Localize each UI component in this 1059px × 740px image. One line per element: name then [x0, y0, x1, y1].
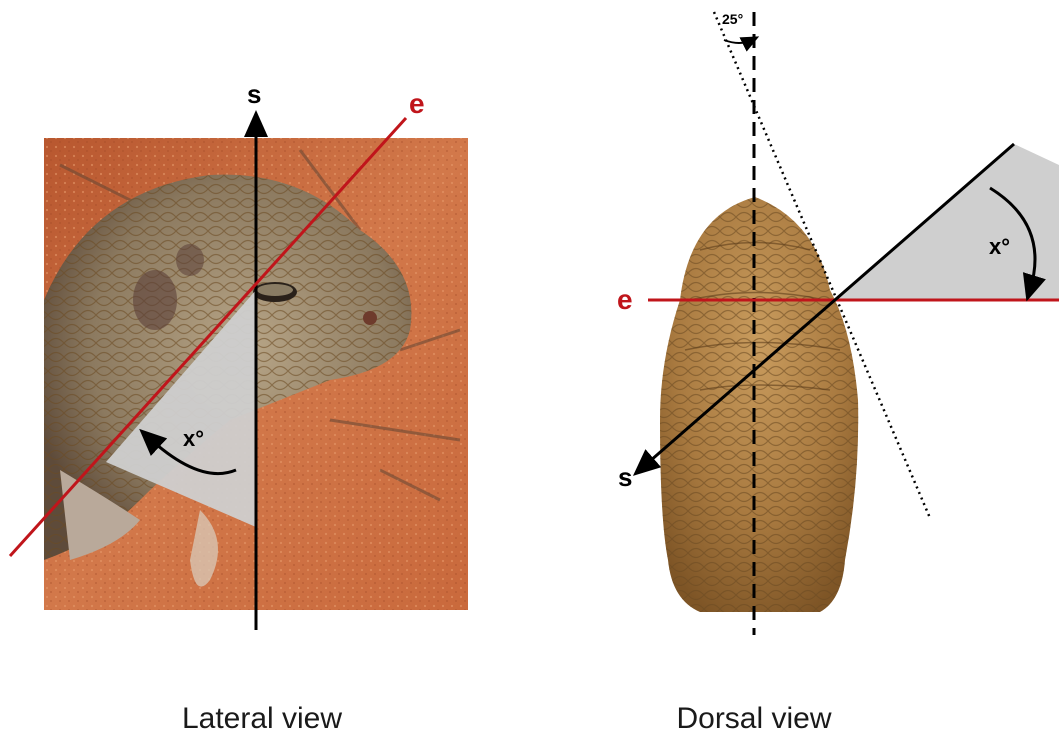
lateral-caption: Lateral view [182, 702, 342, 735]
dorsal-s-label: s [618, 462, 632, 492]
dorsal-e-label: e [617, 284, 633, 315]
dorsal-head-photo [660, 197, 858, 612]
lateral-s-label: s [247, 79, 261, 109]
dorsal-caption: Dorsal view [676, 702, 831, 735]
lateral-e-label: e [409, 88, 425, 119]
dorsal-tilt-arrow [724, 40, 752, 43]
lateral-view-panel: s e x° Lateral view [10, 79, 468, 735]
dorsal-angle-label: x° [989, 234, 1010, 259]
lateral-angle-label: x° [183, 426, 204, 451]
dorsal-tilt-label: 25° [722, 11, 743, 27]
dorsal-view-panel: 25° e s x° Dorsal view [617, 11, 1059, 735]
